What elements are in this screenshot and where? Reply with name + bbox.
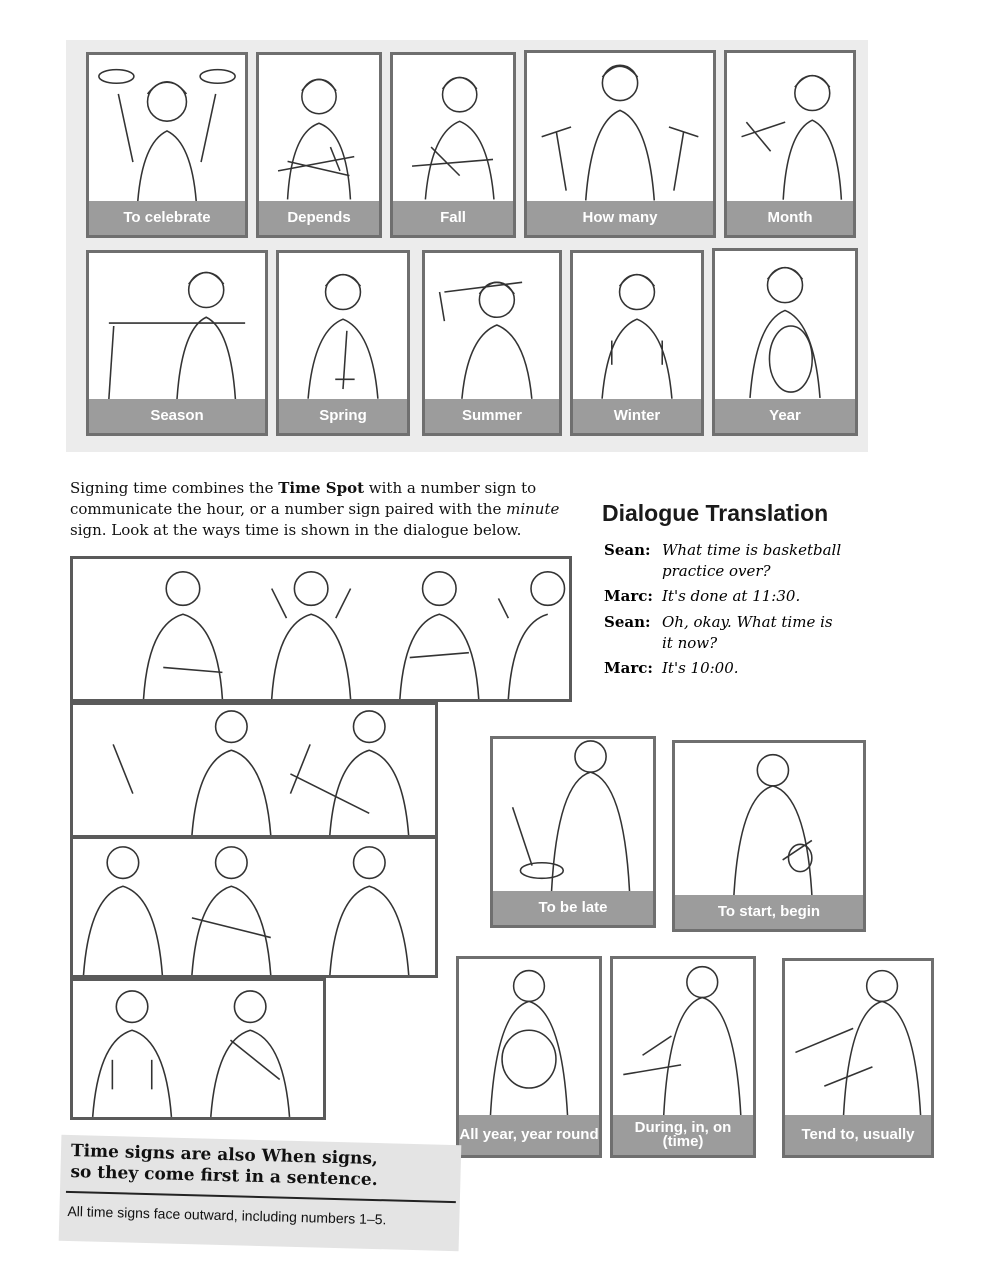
- sign-card-month: Month: [724, 50, 856, 238]
- line-text: It's done at 11:30.: [662, 587, 801, 605]
- speaker: Sean:: [604, 613, 651, 631]
- intro-paragraph: Signing time combines the Time Spot with…: [70, 478, 570, 541]
- sign-card-tend-to: Tend to, usually: [782, 958, 934, 1158]
- speaker: Sean:: [604, 541, 651, 559]
- sign-illustration: [573, 253, 701, 399]
- sign-card-year: Year: [712, 248, 858, 436]
- sign-label: To celebrate: [89, 201, 245, 235]
- sign-illustration: [613, 959, 753, 1115]
- dialogue-translation-box: Dialogue Translation Sean: What time is b…: [588, 490, 863, 702]
- dialogue-strip-1: [70, 556, 572, 702]
- intro-text: sign. Look at the ways time is shown in …: [70, 521, 522, 539]
- line-text: Oh, okay. What time is it now?: [662, 613, 833, 652]
- time-signs-note: Time signs are also When signs, so they …: [58, 1134, 462, 1252]
- sign-illustration: [259, 55, 379, 201]
- sign-label: Month: [727, 201, 853, 235]
- sign-card-to-start-begin: To start, begin: [672, 740, 866, 932]
- sign-label: Fall: [393, 201, 513, 235]
- sign-card-season: Season: [86, 250, 268, 436]
- sign-card-winter: Winter: [570, 250, 704, 436]
- sign-card-all-year: All year, year round: [456, 956, 602, 1158]
- sign-card-spring: Spring: [276, 250, 410, 436]
- dialogue-strip-2: [70, 702, 438, 838]
- note-headline: Time signs are also When signs, so they …: [70, 1141, 379, 1191]
- sign-illustration: [425, 253, 559, 399]
- sign-illustration: [527, 53, 713, 201]
- sign-card-to-be-late: To be late: [490, 736, 656, 928]
- sign-label: Year: [715, 399, 855, 433]
- sign-label: How many: [527, 201, 713, 235]
- sign-label: During, in, on (time): [613, 1115, 753, 1155]
- note-divider: [65, 1190, 456, 1204]
- sign-card-to-celebrate: To celebrate: [86, 52, 248, 238]
- intro-text: with a number sign to communicate the ho…: [70, 479, 537, 518]
- sign-card-how-many: How many: [524, 50, 716, 238]
- sign-card-summer: Summer: [422, 250, 562, 436]
- note-subtext: All time signs face outward, including n…: [67, 1202, 387, 1228]
- speaker: Marc:: [604, 659, 653, 677]
- sign-illustration: [785, 961, 931, 1115]
- sign-label: Depends: [259, 201, 379, 235]
- sign-card-depends: Depends: [256, 52, 382, 238]
- sign-card-fall: Fall: [390, 52, 516, 238]
- sign-label: Season: [89, 399, 265, 433]
- intro-text: Signing time combines the: [70, 479, 279, 497]
- sign-illustration: [459, 959, 599, 1115]
- sign-illustration: [727, 53, 853, 201]
- dialogue-strip-3: [70, 836, 438, 978]
- sign-illustration: [89, 253, 265, 399]
- sign-card-during: During, in, on (time): [610, 956, 756, 1158]
- sign-illustration: [493, 739, 653, 891]
- sign-label: Spring: [279, 399, 407, 433]
- speaker: Marc:: [604, 587, 653, 605]
- sign-label: Winter: [573, 399, 701, 433]
- sign-illustration: [675, 743, 863, 895]
- sign-label: To start, begin: [675, 895, 863, 929]
- sign-label: Summer: [425, 399, 559, 433]
- sign-label: All year, year round: [459, 1115, 599, 1155]
- line-text: What time is basketball practice over?: [662, 541, 842, 580]
- dialogue-title: Dialogue Translation: [602, 500, 829, 526]
- sign-illustration: [89, 55, 245, 201]
- sign-illustration: [715, 251, 855, 399]
- sign-label: Tend to, usually: [785, 1115, 931, 1155]
- sign-label: To be late: [493, 891, 653, 925]
- intro-bold-term: Time Spot: [278, 479, 365, 497]
- dialogue-strip-4: [70, 978, 326, 1120]
- sign-illustration: [279, 253, 407, 399]
- sign-illustration: [393, 55, 513, 201]
- line-text: It's 10:00.: [662, 659, 739, 677]
- intro-italic-term: minute: [506, 500, 560, 518]
